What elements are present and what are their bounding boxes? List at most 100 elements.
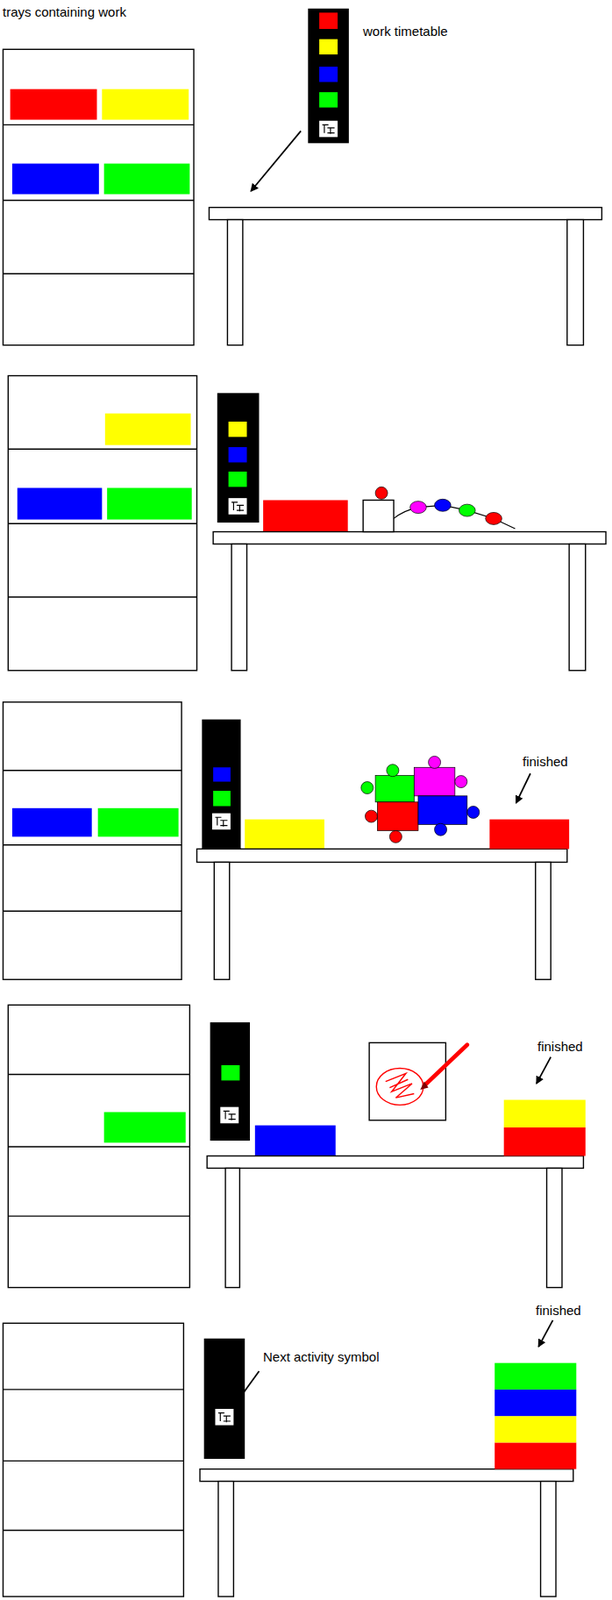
finished-label: finished: [535, 1302, 582, 1318]
green-tray: [98, 808, 179, 838]
puzzle-knob: [386, 764, 399, 777]
table-top: [213, 532, 606, 545]
puzzle-piece: [413, 767, 456, 797]
table-top: [197, 848, 568, 862]
jigsaw-puzzle: [361, 755, 480, 843]
blue-symbol: [319, 66, 338, 82]
puzzle-knob: [428, 755, 442, 769]
puzzle-piece: [377, 802, 419, 832]
red-tray: [504, 1127, 586, 1157]
blue-tray: [17, 488, 103, 520]
leader-arrow: [237, 1371, 259, 1402]
next-activity-icon: [228, 498, 248, 515]
table-leg: [213, 861, 229, 980]
caption-label: trays containing work: [2, 4, 127, 20]
blue-tray: [12, 808, 93, 838]
green-symbol: [220, 1065, 240, 1081]
leader-arrow: [250, 130, 301, 192]
yellow-tray: [494, 1416, 577, 1443]
caption-label: work timetable: [362, 23, 449, 39]
shelf-dividers: [2, 124, 194, 274]
table-leg: [231, 544, 247, 671]
puzzle-piece: [418, 796, 468, 826]
green-tray: [104, 1111, 186, 1143]
blue-symbol: [228, 447, 248, 463]
next-activity-icon: [212, 813, 231, 831]
bead: [410, 501, 427, 514]
shelf-unit: [2, 1323, 184, 1597]
timetable-strip: [201, 719, 241, 854]
finished-label: finished: [522, 754, 569, 769]
finished-label: finished: [537, 1038, 584, 1054]
yellow-tray: [504, 1100, 586, 1128]
table-top: [208, 207, 602, 221]
shelf-dividers: [7, 448, 197, 598]
table-leg: [547, 1167, 563, 1288]
next-activity-icon: [319, 120, 338, 138]
pencil: [424, 1045, 468, 1087]
bead-box: [362, 499, 394, 532]
green-tray: [494, 1363, 577, 1390]
green-symbol: [319, 92, 338, 107]
table-leg: [540, 1481, 556, 1597]
green-tray: [106, 488, 193, 520]
puzzle-knob: [434, 823, 448, 836]
table-top: [199, 1469, 574, 1482]
yellow-tray: [101, 89, 189, 121]
red-tray: [10, 89, 98, 121]
scribble: [385, 1073, 415, 1098]
panel-5: [2, 1320, 577, 1597]
table-leg: [218, 1481, 234, 1597]
panel-4: [7, 1004, 585, 1288]
bead: [459, 504, 477, 517]
shelf-unit: [7, 376, 197, 671]
table-leg: [569, 544, 586, 671]
table-top: [206, 1156, 584, 1169]
timetable-strip: [307, 8, 349, 144]
yellow-tray: [105, 413, 192, 446]
shelf-dividers: [2, 770, 182, 912]
yellow-symbol: [319, 39, 338, 55]
timetable-strip: [217, 392, 260, 523]
next-activity-icon: [214, 1409, 234, 1426]
shelf-dividers: [2, 1389, 184, 1531]
puzzle-knob: [455, 775, 468, 789]
puzzle-knob: [389, 830, 402, 843]
puzzle-knob: [364, 810, 378, 823]
table-leg: [225, 1167, 240, 1288]
bead: [434, 498, 452, 512]
drawing-circle: [376, 1067, 424, 1105]
puzzle-knob: [467, 805, 480, 819]
leader-arrow: [536, 1057, 551, 1084]
table-leg: [227, 220, 242, 346]
red-tray: [263, 499, 349, 532]
bead: [375, 486, 388, 499]
pencil-tip: [419, 1081, 428, 1090]
leader-arrow: [538, 1320, 553, 1347]
table-leg: [567, 220, 584, 346]
panel-1: [2, 8, 602, 346]
panel-2: [7, 376, 606, 671]
puzzle-knob: [361, 782, 374, 795]
next-activity-icon: [220, 1107, 239, 1125]
shelf-unit: [2, 49, 194, 345]
blue-symbol: [213, 767, 231, 782]
bead: [485, 512, 503, 525]
table-leg: [535, 861, 551, 980]
blue-tray: [255, 1125, 336, 1157]
caption-label: Next activity symbol: [263, 1349, 380, 1365]
green-symbol: [213, 790, 231, 806]
green-symbol: [228, 471, 248, 487]
shelf-unit: [7, 1004, 190, 1288]
panel-3: [2, 702, 570, 980]
blue-tray: [12, 163, 100, 195]
puzzle-piece: [375, 775, 414, 803]
leader-arrow: [516, 773, 531, 804]
shelf-unit: [2, 702, 182, 980]
timetable-strip: [210, 1022, 250, 1141]
red-tray: [489, 819, 570, 850]
drawing-paper: [369, 1042, 446, 1120]
red-tray: [494, 1442, 577, 1469]
red-symbol: [319, 12, 338, 29]
green-tray: [104, 163, 191, 195]
